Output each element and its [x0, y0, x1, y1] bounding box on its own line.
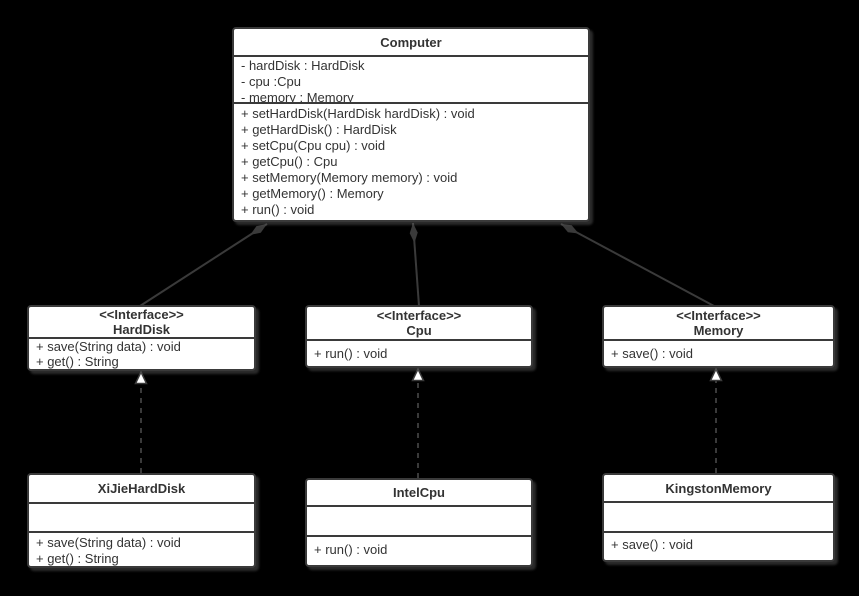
- class-name-intelcpu: IntelCpu: [307, 480, 531, 507]
- interface-name-cpu: Cpu: [406, 323, 432, 338]
- class-box-intelcpu[interactable]: IntelCpu + run() : void: [305, 478, 533, 567]
- member-row: + run() : void: [241, 202, 315, 217]
- member-row: - hardDisk : HardDisk: [241, 58, 365, 73]
- member-row: + get() : String: [36, 354, 119, 369]
- interface-box-cpu[interactable]: <<Interface>> Cpu + run() : void: [305, 305, 533, 368]
- class-methods-kingstonmemory: + save() : void: [604, 533, 833, 560]
- member-row: + run() : void: [314, 542, 388, 557]
- interface-stereotype-memory: <<Interface>>: [676, 308, 761, 323]
- composition-edge-harddisk-computer[interactable]: [139, 223, 268, 307]
- composition-edge-cpu-computer[interactable]: [409, 222, 420, 307]
- class-attributes-kingstonmemory: [604, 503, 833, 533]
- member-row: + getHardDisk() : HardDisk: [241, 122, 397, 137]
- interface-name-harddisk: HardDisk: [112, 322, 171, 337]
- interface-name-memory: Memory: [693, 323, 744, 338]
- class-attributes-computer: - hardDisk : HardDisk- cpu :Cpu- memory …: [234, 57, 588, 104]
- interface-header-memory: <<Interface>> Memory: [604, 307, 833, 341]
- interface-header-harddisk: <<Interface>> HardDisk: [29, 307, 254, 339]
- member-row: + save() : void: [611, 346, 694, 361]
- class-attributes-intelcpu: [307, 507, 531, 537]
- member-row: + getMemory() : Memory: [241, 186, 384, 201]
- member-row: + save() : void: [611, 537, 694, 552]
- interface-methods-memory: + save() : void: [604, 341, 833, 366]
- interface-box-harddisk[interactable]: <<Interface>> HardDisk + save(String dat…: [27, 305, 256, 371]
- interface-stereotype-harddisk: <<Interface>>: [99, 307, 184, 322]
- interface-box-memory[interactable]: <<Interface>> Memory + save() : void: [602, 305, 835, 368]
- class-name-computer: Computer: [234, 29, 588, 57]
- class-name-kingstonmemory: KingstonMemory: [604, 475, 833, 503]
- member-row: + get() : String: [36, 551, 119, 566]
- interface-stereotype-cpu: <<Interface>>: [376, 308, 462, 323]
- member-row: + save(String data) : void: [36, 535, 181, 550]
- member-row: + setHardDisk(HardDisk hardDisk) : void: [241, 106, 475, 121]
- class-box-xijieharddisk[interactable]: XiJieHardDisk + save(String data) : void…: [27, 473, 256, 568]
- class-attributes-xijieharddisk: [29, 504, 254, 533]
- composition-edge-memory-computer[interactable]: [560, 223, 715, 307]
- class-box-computer[interactable]: Computer - hardDisk : HardDisk- cpu :Cpu…: [232, 27, 590, 222]
- member-row: - cpu :Cpu: [241, 74, 301, 89]
- class-box-kingstonmemory[interactable]: KingstonMemory + save() : void: [602, 473, 835, 562]
- member-row: + run() : void: [314, 346, 388, 361]
- member-row: + getCpu() : Cpu: [241, 154, 338, 169]
- member-row: + setMemory(Memory memory) : void: [241, 170, 458, 185]
- class-methods-computer: + setHardDisk(HardDisk hardDisk) : void+…: [234, 104, 588, 220]
- member-row: + setCpu(Cpu cpu) : void: [241, 138, 386, 153]
- interface-header-cpu: <<Interface>> Cpu: [307, 307, 531, 341]
- interface-methods-harddisk: + save(String data) : void+ get() : Stri…: [29, 339, 254, 369]
- class-name-xijieharddisk: XiJieHardDisk: [29, 475, 254, 504]
- class-methods-xijieharddisk: + save(String data) : void+ get() : Stri…: [29, 533, 254, 566]
- interface-methods-cpu: + run() : void: [307, 341, 531, 366]
- member-row: + save(String data) : void: [36, 339, 181, 354]
- member-row: - memory : Memory: [241, 90, 354, 104]
- class-methods-intelcpu: + run() : void: [307, 537, 531, 565]
